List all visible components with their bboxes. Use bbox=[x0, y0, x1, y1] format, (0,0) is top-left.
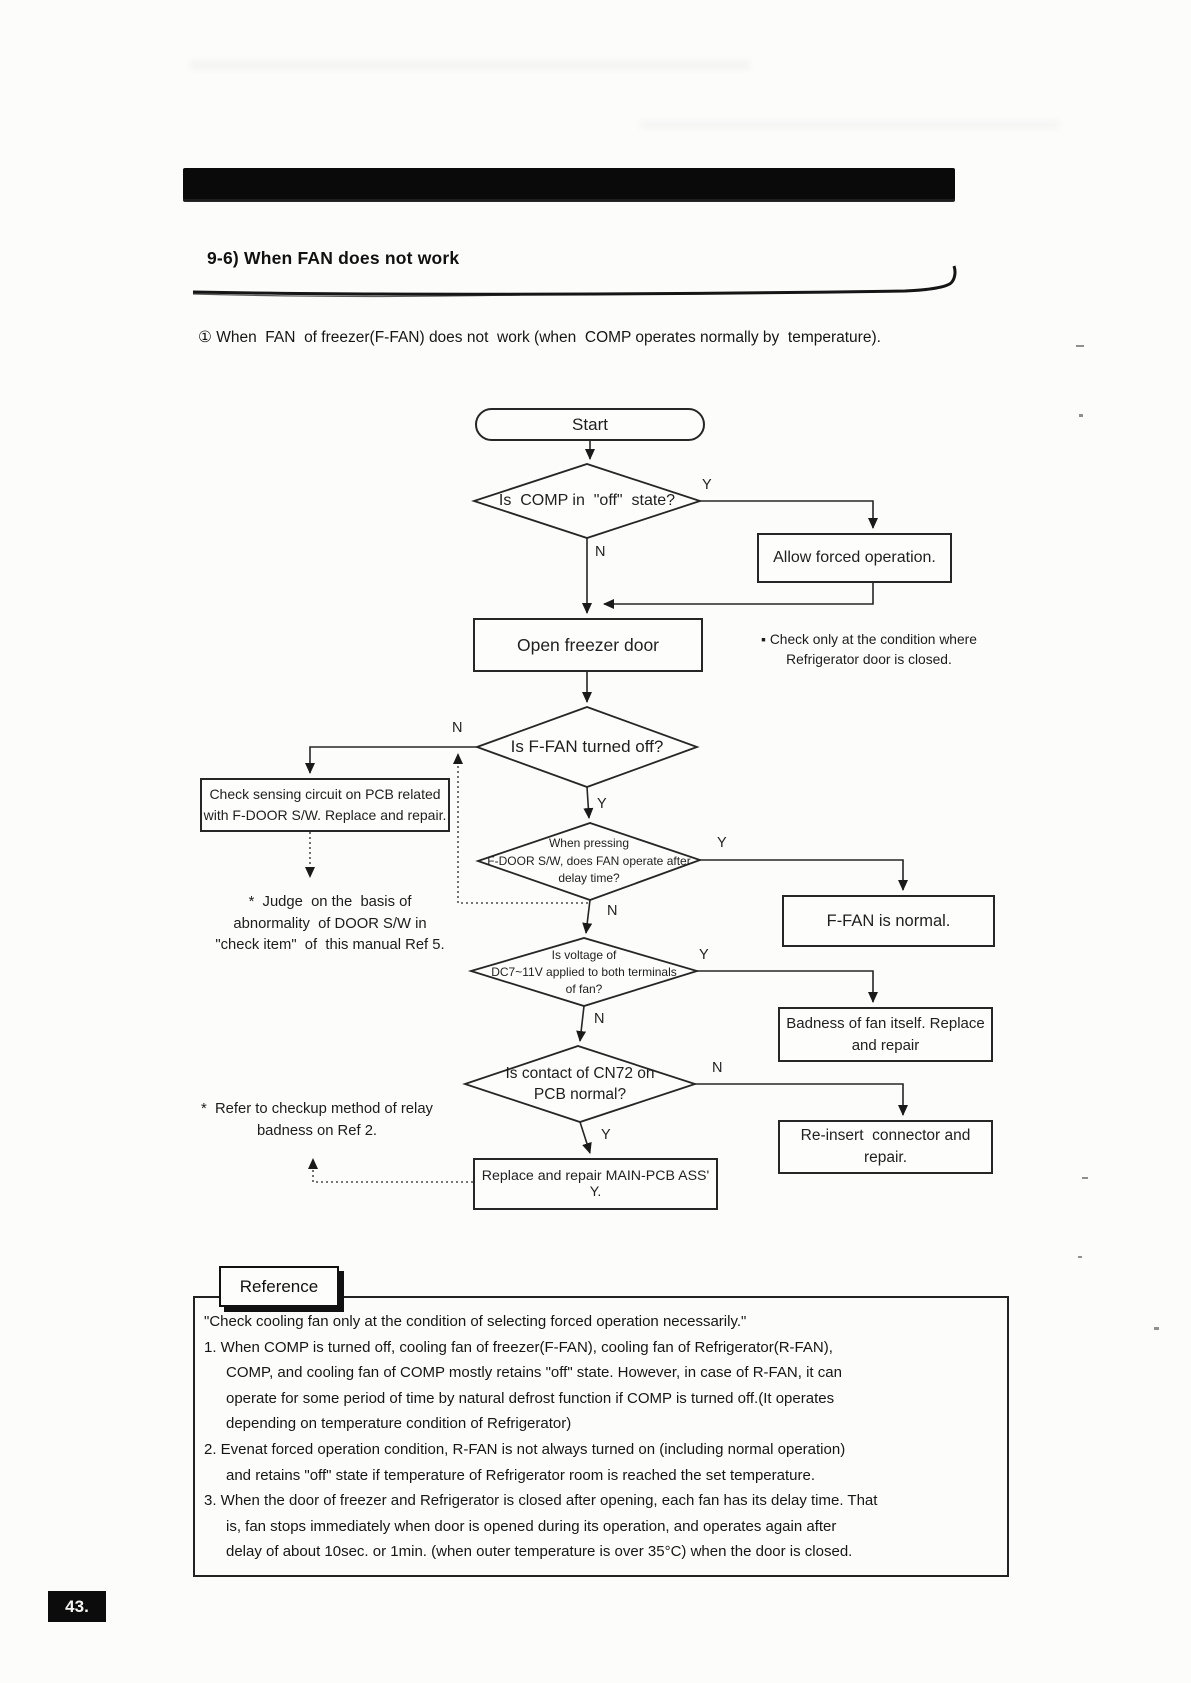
box-reinsert-connector: Re-insert connector and repair. bbox=[778, 1120, 993, 1174]
reference-body: "Check cooling fan only at the condition… bbox=[204, 1309, 1004, 1565]
diamond-ffan-off bbox=[474, 706, 700, 788]
scan-speck bbox=[1079, 414, 1083, 417]
edge-d5-yes bbox=[579, 1121, 592, 1154]
reference-line: is, fan stops immediately when door is o… bbox=[226, 1517, 837, 1535]
page-number: 43. bbox=[65, 1596, 89, 1616]
edge-d4-yes bbox=[697, 970, 878, 1003]
note-check-only: ▪ Check only at the condition where Refr… bbox=[761, 632, 977, 667]
note-judge: * Judge on the basis of abnormality of D… bbox=[215, 894, 445, 953]
diamond-cn72 bbox=[462, 1045, 698, 1123]
label-d1-no: N bbox=[595, 544, 606, 560]
box-badness-fan: Badness of fan itself. Replace and repai… bbox=[778, 1007, 993, 1062]
scan-speck bbox=[1154, 1327, 1159, 1330]
reference-line: operate for some period of time by natur… bbox=[226, 1389, 835, 1407]
section-underline bbox=[192, 265, 957, 297]
reference-section bbox=[193, 1296, 1009, 1577]
decision-cn72-text: Is contact of CN72 on PCB normal? bbox=[505, 1065, 655, 1103]
box-ffan-normal: F-FAN is normal. bbox=[782, 895, 995, 947]
reference-line: 3. When the door of freezer and Refriger… bbox=[204, 1492, 878, 1510]
box-main-pcb: Replace and repair MAIN-PCB ASS' Y. bbox=[473, 1158, 718, 1210]
label-d5-yes: Y bbox=[601, 1127, 611, 1143]
decision-ffan-off-text: Is F-FAN turned off? bbox=[510, 737, 664, 756]
box-open-freezer: Open freezer door bbox=[473, 618, 703, 672]
reference-label-text: Reference bbox=[239, 1276, 319, 1296]
reference-line: COMP, and cooling fan of COMP mostly ret… bbox=[226, 1364, 842, 1382]
diamond-comp-off bbox=[471, 463, 703, 539]
reference-line: 1. When COMP is turned off, cooling fan … bbox=[204, 1338, 833, 1356]
label-d3-no: N bbox=[607, 903, 618, 919]
diamond-voltage bbox=[467, 937, 701, 1007]
scan-smudge bbox=[190, 60, 750, 70]
scan-smudge bbox=[640, 120, 1060, 129]
reference-line: depending on temperature condition of Re… bbox=[226, 1415, 572, 1433]
edge-dotted-mainpcb-to-refer bbox=[308, 1158, 473, 1183]
edge-allow-return bbox=[603, 583, 874, 609]
reference-label: Reference bbox=[219, 1266, 339, 1307]
edge-d1-yes bbox=[700, 500, 878, 529]
intro-text: ① When FAN of freezer(F-FAN) does not wo… bbox=[198, 329, 881, 346]
decision-comp-off-text: Is COMP in "off" state? bbox=[498, 492, 676, 509]
edge-d4-no bbox=[576, 1005, 587, 1042]
decision-fdoor-sw-text: When pressing F-DOOR S/W, does FAN opera… bbox=[487, 836, 691, 886]
scan-speck bbox=[1076, 345, 1084, 347]
edge-d2-no bbox=[305, 746, 477, 774]
note-refer: * Refer to checkup method of relay badne… bbox=[201, 1101, 433, 1139]
label-d5-no: N bbox=[712, 1060, 723, 1076]
reference-line: 2. Evenat forced operation condition, R-… bbox=[204, 1440, 846, 1458]
diamond-fdoor-sw bbox=[475, 822, 703, 901]
scan-bar bbox=[183, 168, 955, 201]
edge-d5-no bbox=[695, 1083, 908, 1116]
start-label: Start bbox=[572, 414, 608, 434]
reference-line: and retains "off" state if temperature o… bbox=[226, 1466, 815, 1484]
edge-d3-no bbox=[582, 899, 593, 934]
edge-d3-yes bbox=[700, 859, 908, 891]
edge-d2-yes bbox=[583, 786, 594, 819]
label-d3-yes: Y bbox=[717, 835, 727, 851]
decision-voltage-text: Is voltage of DC7~11V applied to both te… bbox=[491, 947, 677, 996]
reference-line: delay of about 10sec. or 1min. (when out… bbox=[226, 1543, 853, 1561]
box-check-sensing: Check sensing circuit on PCB related wit… bbox=[200, 778, 450, 832]
page-number-badge: 43. bbox=[48, 1591, 106, 1622]
scan-speck bbox=[1078, 1256, 1082, 1258]
reference-line: "Check cooling fan only at the condition… bbox=[204, 1313, 747, 1330]
box-allow-forced: Allow forced operation. bbox=[757, 533, 952, 583]
node-start: Start bbox=[475, 408, 705, 441]
label-d1-yes: Y bbox=[702, 477, 712, 493]
label-d4-yes: Y bbox=[699, 947, 709, 963]
label-d4-no: N bbox=[594, 1011, 605, 1027]
section-title: 9-6) When FAN does not work bbox=[207, 248, 460, 268]
label-d2-no: N bbox=[452, 720, 463, 736]
scan-speck bbox=[1082, 1177, 1088, 1179]
label-d2-yes: Y bbox=[597, 796, 607, 812]
